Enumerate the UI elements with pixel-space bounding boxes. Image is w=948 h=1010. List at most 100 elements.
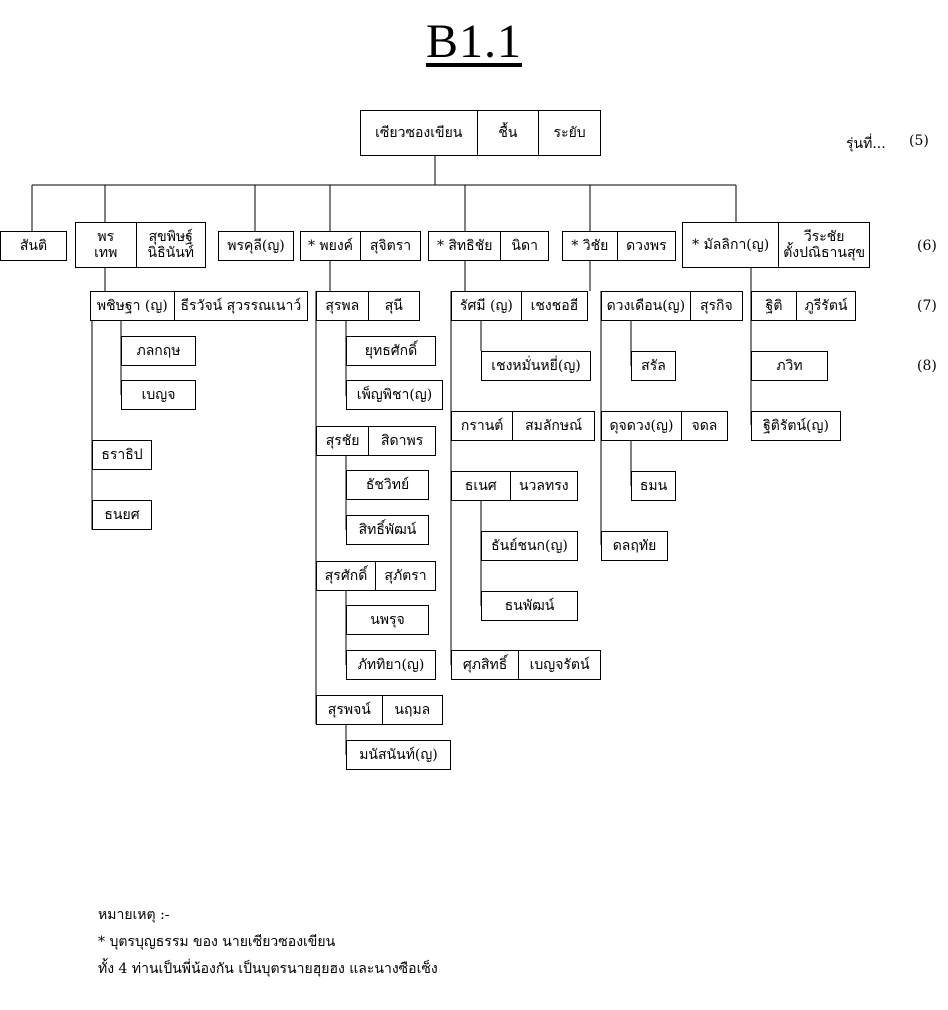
person-box-benyot: เบญจ <box>121 380 196 410</box>
person-box-suraphon: สุรพจน์ นฤมล <box>316 695 443 725</box>
surachai-cell-1: สิดาพร <box>368 427 435 455</box>
generation-label: รุ่นที่... <box>846 136 886 152</box>
sitthichai-cell-1: นิดา <box>500 232 548 260</box>
thanet-cell-0: ธเนศ <box>464 478 497 494</box>
suphasit-cell-0: ศุภสิทธิ์ <box>462 657 508 673</box>
thamon-cell-0: ธมน <box>639 478 668 494</box>
thiti-cell-0: ฐิติ <box>765 298 783 314</box>
phawit-cell-0: ภวิท <box>776 358 803 374</box>
mallika-cell-1: วีระชัย ตั้งปณิธานสุข <box>778 223 869 267</box>
person-box-thatchawit: ธัชวิทย์ <box>346 470 429 500</box>
note-heading: หมายเหตุ :- <box>98 907 170 923</box>
person-box-pholakrit: ภลกฤษ <box>121 336 196 366</box>
suphasit-cell-1: เบญจรัตน์ <box>518 651 600 679</box>
person-box-kran: กรานต์สมลักษณ์ <box>451 411 595 441</box>
person-box-thanaphat: ธนพัฒน์ <box>481 591 578 621</box>
diagram-title: B1.1 <box>425 15 522 68</box>
root-cell-2: ระยับ <box>538 111 600 155</box>
person-box-thanayot: ธนยศ <box>92 500 152 530</box>
person-box-porntep: พร เทพ สุขพิษฐ์ นิธินันท์ <box>75 222 206 268</box>
person-box-yutthasak: ยุทธศักดิ์ <box>346 336 436 366</box>
thanayot-cell-0: ธนยศ <box>104 507 140 523</box>
note-siblings: ทั้ง 4 ท่านเป็นพี่น้องกัน เป็นบุตรนายฮุย… <box>98 961 438 977</box>
person-box-mallika: * มัลลิกา(ญ) วีระชัย ตั้งปณิธานสุข <box>682 222 870 268</box>
thitirat-cell-0: ฐิติรัตน์(ญ) <box>763 418 829 434</box>
note-adopted: * บุตรบุญธรรม ของ นายเซียวซองเขียน <box>98 934 336 950</box>
thanaphat-cell-0: ธนพัฒน์ <box>504 598 555 614</box>
person-box-pichittha: พชิษฐา (ญ) ธีรวัจน์ สุวรรณเนาว์ <box>90 291 308 321</box>
thanet-cell-1: นวลทรง <box>509 472 577 500</box>
person-box-wichai: * วิชัย ดวงพร <box>562 231 676 261</box>
porntep-cell-1: สุขพิษฐ์ นิธินันท์ <box>135 223 205 267</box>
payong-cell-0: * พยงค์ <box>307 238 354 254</box>
pichittha-cell-0: พชิษฐา (ญ) <box>96 298 168 314</box>
benyot-cell-0: เบญจ <box>141 387 176 403</box>
phatthiya-cell-0: ภัททิยา(ญ) <box>357 657 425 673</box>
phenpicha-cell-0: เพ็ญพิชา(ญ) <box>356 387 433 403</box>
tharathip-cell-0: ธราธิป <box>101 447 143 463</box>
root-cell-1: ชื้น <box>476 111 539 155</box>
thiti-cell-1: ภูรีรัตน์ <box>796 292 855 320</box>
person-box-suphon: สุรพล สุนี <box>316 291 420 321</box>
person-box-saran: สรัล <box>631 351 676 381</box>
person-box-duangduean: ดวงเดือน(ญ)สุรกิจ <box>601 291 743 321</box>
person-box-suphasit: ศุภสิทธิ์ เบญจรัตน์ <box>451 650 601 680</box>
person-box-tharathip: ธราธิป <box>92 440 152 470</box>
payong-cell-1: สุจิตรา <box>360 232 420 260</box>
sitthichai-cell-0: * สิทธิชัย <box>436 238 493 254</box>
suraphon-cell-1: นฤมล <box>381 696 442 724</box>
person-box-thamon: ธมน <box>631 471 676 501</box>
person-box-ratmi: รัศมี (ญ) เชงชอฮี <box>451 291 588 321</box>
saran-cell-0: สรัล <box>641 358 666 374</box>
manasanan-cell-0: มนัสนันท์(ญ) <box>359 747 438 763</box>
person-box-payong: * พยงค์ สุจิตรา <box>300 231 421 261</box>
donlathai-cell-0: ดลฤทัย <box>612 538 657 554</box>
person-box-nopphot: นพรุจ <box>346 605 429 635</box>
person-box-donlathai: ดลฤทัย <box>601 531 668 561</box>
ratmi-cell-1: เชงชอฮี <box>520 292 587 320</box>
person-box-thiti: ฐิติ ภูรีรัตน์ <box>751 291 856 321</box>
thatchawit-cell-0: ธัชวิทย์ <box>365 477 410 493</box>
chengmuni-cell-0: เชงหมั่นหยี่(ญ) <box>491 358 581 374</box>
person-box-root: เซียวซองเขียน ชื้นระยับ <box>360 110 601 156</box>
santi-cell-0: สันติ <box>19 238 48 254</box>
mallika-cell-0: * มัลลิกา(ญ) <box>692 237 770 253</box>
wichai-cell-0: * วิชัย <box>571 238 609 254</box>
person-box-surasak: สุรศักดิ์สุภัตรา <box>316 561 436 591</box>
yutthasak-cell-0: ยุทธศักดิ์ <box>364 343 418 359</box>
suphon-cell-1: สุนี <box>367 292 420 320</box>
wichai-cell-1: ดวงพร <box>616 232 675 260</box>
porntep-cell-0: พร เทพ <box>94 229 118 261</box>
suphon-cell-0: สุรพล <box>325 298 360 314</box>
suraphon-cell-0: สุรพจน์ <box>327 702 371 718</box>
ratmi-cell-0: รัศมี (ญ) <box>459 298 513 314</box>
surachai-cell-0: สุรชัย <box>325 433 360 449</box>
person-box-pornkuli: พรคุลี(ญ) <box>218 231 294 261</box>
person-box-chengmuni: เชงหมั่นหยี่(ญ) <box>481 351 591 381</box>
person-box-surachai: สุรชัย สิดาพร <box>316 426 436 456</box>
person-box-sitthiphat: สิทธิ์พัฒน์ <box>346 515 429 545</box>
person-box-santi: สันติ <box>0 231 67 261</box>
kran-cell-0: กรานต์ <box>460 418 504 434</box>
duangduean-cell-0: ดวงเดือน(ญ) <box>606 298 686 314</box>
sitthiphat-cell-0: สิทธิ์พัฒน์ <box>358 522 417 538</box>
person-box-thanet: ธเนศ นวลทรง <box>451 471 578 501</box>
person-box-sitthichai: * สิทธิชัย นิดา <box>428 231 549 261</box>
nopphot-cell-0: นพรุจ <box>370 612 405 628</box>
generation-5-label: (5) <box>909 133 929 149</box>
pornkuli-cell-0: พรคุลี(ญ) <box>227 238 285 254</box>
surasak-cell-1: สุภัตรา <box>375 562 435 590</box>
pholakrit-cell-0: ภลกฤษ <box>136 343 181 359</box>
person-box-thitirat: ฐิติรัตน์(ญ) <box>751 411 841 441</box>
generation-8-label: (8) <box>917 358 937 374</box>
person-box-phawit: ภวิท <box>751 351 828 381</box>
generation-6-label: (6) <box>917 238 937 254</box>
generation-7-label: (7) <box>917 298 937 314</box>
person-box-dujduang: ดุจดวง(ญ)จดล <box>601 411 728 441</box>
person-box-phenpicha: เพ็ญพิชา(ญ) <box>346 380 443 410</box>
dujduang-cell-0: ดุจดวง(ญ) <box>609 418 674 434</box>
root-cell-0: เซียวซองเขียน <box>375 125 463 141</box>
person-box-manasanan: มนัสนันท์(ญ) <box>346 740 451 770</box>
pichittha-cell-1: ธีรวัจน์ สุวรรณเนาว์ <box>173 292 307 320</box>
duangduean-cell-1: สุรกิจ <box>689 292 742 320</box>
